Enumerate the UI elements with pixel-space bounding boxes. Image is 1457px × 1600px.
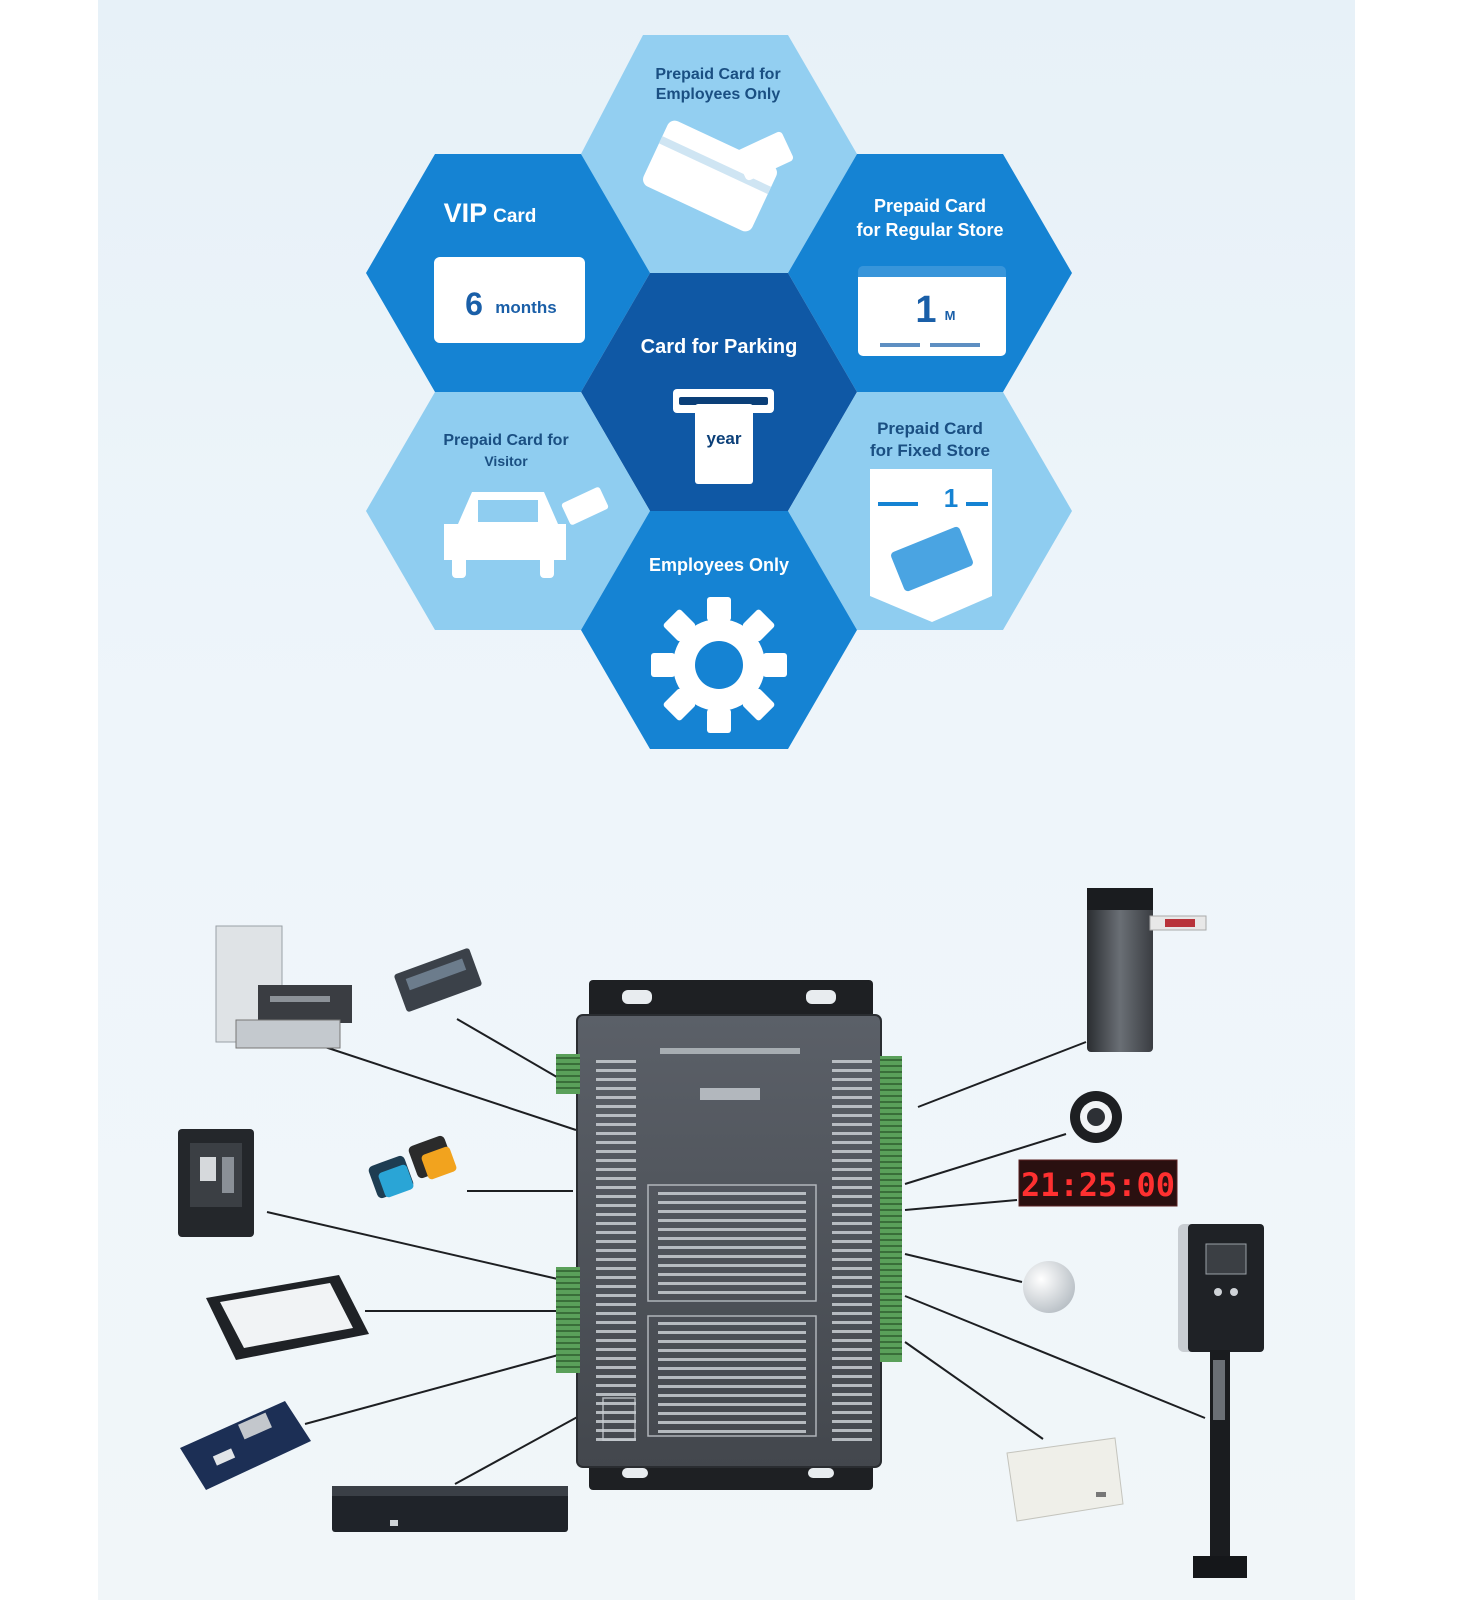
hex-prepaid-employees-line1: Prepaid Card for <box>655 66 780 83</box>
regular-store-value: 1 <box>915 289 936 331</box>
barrier-gate-device <box>215 925 352 1049</box>
ticket-dispenser-icon: year <box>673 389 774 484</box>
door-reader-device <box>1087 888 1207 1052</box>
vip-duration-card <box>434 257 585 343</box>
clock-display-text: 21:25:00 <box>1021 1166 1175 1204</box>
power-supply-device <box>394 948 482 1012</box>
hex-prepaid-regular-store: Prepaid Card for Regular Store 1 M <box>788 154 1072 392</box>
fixed-store-card-icon <box>891 526 973 592</box>
regular-store-unit: M <box>945 308 956 323</box>
vip-duration-unit: months <box>495 298 556 317</box>
card-reader-black-device <box>178 1129 254 1237</box>
hex-regular-store-line2: for Regular Store <box>856 220 1003 240</box>
hex-prepaid-employees-line2: Employees Only <box>656 86 781 103</box>
hex-parking-title: Card for Parking <box>641 336 798 358</box>
connection-lines <box>266 1018 1206 1485</box>
hex-employees-only: Employees Only <box>581 511 857 749</box>
card-icon <box>643 120 794 232</box>
fixed-store-value: 1 <box>944 483 958 513</box>
hex-fixed-store-line2: for Fixed Store <box>870 441 990 460</box>
access-controller-board <box>556 980 902 1490</box>
hex-regular-store-line1: Prepaid Card <box>874 196 986 216</box>
parking-ticket-text: year <box>707 429 742 448</box>
intercom-device <box>1006 1437 1124 1522</box>
hex-prepaid-fixed-store: Prepaid Card for Fixed Store 1 <box>788 392 1072 630</box>
led-clock-display: 21:25:00 <box>1018 1159 1178 1207</box>
hex-prepaid-visitor: Prepaid Card for Visitor <box>366 392 650 630</box>
hex-employees-only-title: Employees Only <box>649 555 789 575</box>
motion-sensor-device <box>1023 1261 1075 1313</box>
regular-store-card <box>858 266 1006 356</box>
vip-duration-value: 6 <box>465 286 483 322</box>
hex-prepaid-employees: Prepaid Card for Employees Only <box>581 35 857 273</box>
ticket-kiosk-device <box>1178 1224 1264 1578</box>
car-icon <box>444 487 609 578</box>
camera-device <box>1070 1091 1122 1143</box>
circuit-board-device <box>180 1401 311 1490</box>
network-switch-device <box>332 1486 568 1532</box>
gear-icon <box>651 597 787 733</box>
touch-panel-device <box>206 1275 369 1360</box>
hex-visitor-line1: Prepaid Card for <box>443 432 568 449</box>
hex-card-for-parking: Card for Parking year <box>581 273 857 511</box>
push-buttons-device <box>368 1135 457 1199</box>
hex-fixed-store-line1: Prepaid Card <box>877 419 983 438</box>
hex-visitor-line2: Visitor <box>484 453 528 469</box>
